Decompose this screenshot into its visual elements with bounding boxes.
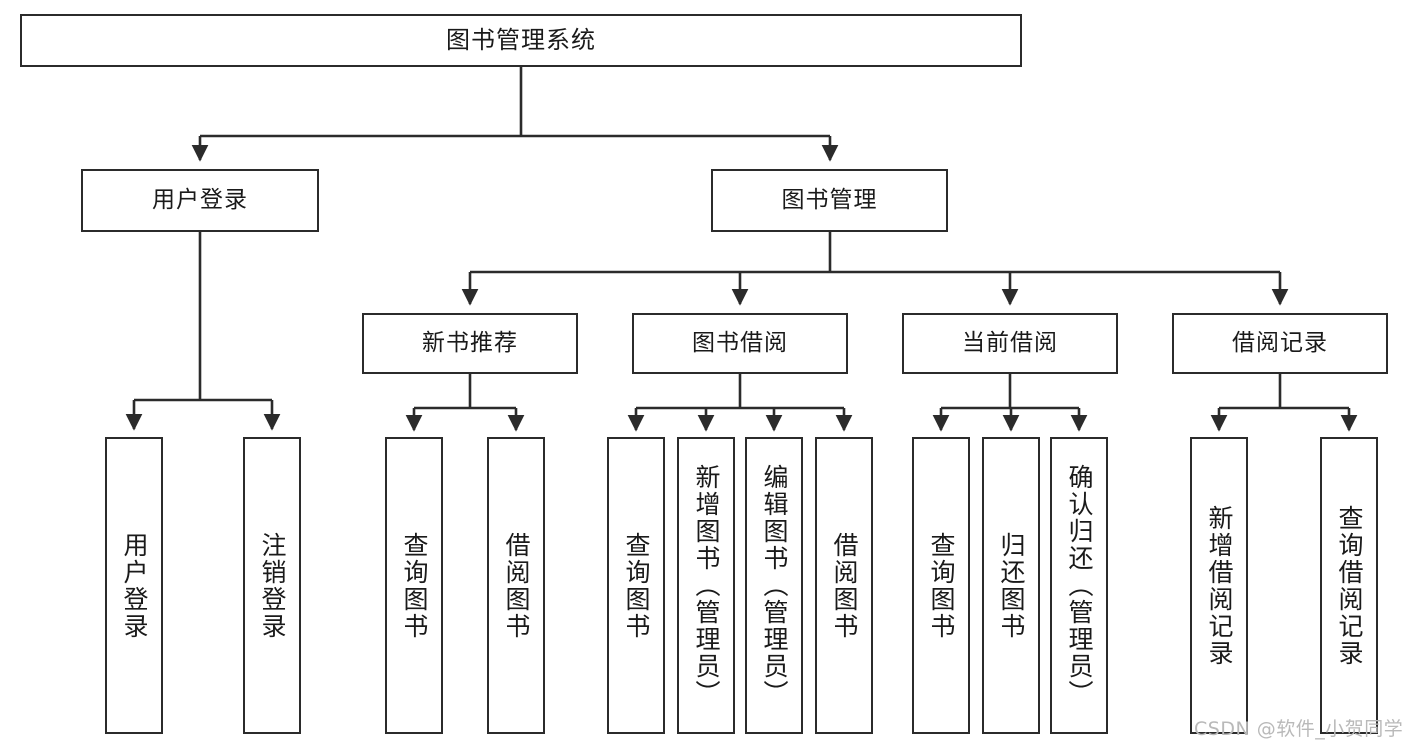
node-leaf-borrow-book-1-label: 借阅图书 xyxy=(502,531,531,640)
node-leaf-confirm-return[interactable]: 确认归还（管理员） xyxy=(1050,437,1108,734)
node-leaf-query-book-2-label: 查询图书 xyxy=(622,531,651,640)
node-leaf-add-record[interactable]: 新增借阅记录 xyxy=(1190,437,1248,734)
node-root[interactable]: 图书管理系统 xyxy=(20,14,1022,67)
node-leaf-query-record[interactable]: 查询借阅记录 xyxy=(1320,437,1378,734)
node-leaf-user-login-label: 用户登录 xyxy=(120,531,149,640)
node-leaf-user-login[interactable]: 用户登录 xyxy=(105,437,163,734)
node-leaf-query-book-2[interactable]: 查询图书 xyxy=(607,437,665,734)
node-leaf-query-book-1[interactable]: 查询图书 xyxy=(385,437,443,734)
node-borrow-record-label: 借阅记录 xyxy=(1232,329,1328,356)
node-user-login-label: 用户登录 xyxy=(152,186,248,213)
node-leaf-confirm-return-label: 确认归还（管理员） xyxy=(1065,464,1094,707)
node-leaf-user-logout-label: 注销登录 xyxy=(258,531,287,640)
node-leaf-query-book-3-label: 查询图书 xyxy=(927,531,956,640)
node-leaf-borrow-book-1[interactable]: 借阅图书 xyxy=(487,437,545,734)
node-book-borrow-label: 图书借阅 xyxy=(692,329,788,356)
node-leaf-query-record-label: 查询借阅记录 xyxy=(1335,504,1364,667)
node-leaf-add-record-label: 新增借阅记录 xyxy=(1205,504,1234,667)
node-leaf-add-book-label: 新增图书（管理员） xyxy=(692,464,721,707)
node-book-management-label: 图书管理 xyxy=(781,186,878,213)
node-new-book-recommend[interactable]: 新书推荐 xyxy=(362,313,578,374)
node-user-login[interactable]: 用户登录 xyxy=(81,169,319,232)
node-leaf-query-book-1-label: 查询图书 xyxy=(400,531,429,640)
node-current-borrow[interactable]: 当前借阅 xyxy=(902,313,1118,374)
node-leaf-user-logout[interactable]: 注销登录 xyxy=(243,437,301,734)
node-leaf-borrow-book-2[interactable]: 借阅图书 xyxy=(815,437,873,734)
node-leaf-borrow-book-2-label: 借阅图书 xyxy=(830,531,859,640)
node-leaf-edit-book-label: 编辑图书（管理员） xyxy=(760,464,789,707)
node-leaf-return-book-label: 归还图书 xyxy=(997,531,1026,640)
node-leaf-edit-book[interactable]: 编辑图书（管理员） xyxy=(745,437,803,734)
node-new-book-recommend-label: 新书推荐 xyxy=(422,329,518,356)
node-current-borrow-label: 当前借阅 xyxy=(962,329,1058,356)
node-book-management[interactable]: 图书管理 xyxy=(711,169,948,232)
node-borrow-record[interactable]: 借阅记录 xyxy=(1172,313,1388,374)
node-root-label: 图书管理系统 xyxy=(446,26,596,55)
csdn-watermark: CSDN @软件_小贺同学 xyxy=(1194,718,1404,740)
node-leaf-return-book[interactable]: 归还图书 xyxy=(982,437,1040,734)
node-book-borrow[interactable]: 图书借阅 xyxy=(632,313,848,374)
node-leaf-query-book-3[interactable]: 查询图书 xyxy=(912,437,970,734)
node-leaf-add-book[interactable]: 新增图书（管理员） xyxy=(677,437,735,734)
